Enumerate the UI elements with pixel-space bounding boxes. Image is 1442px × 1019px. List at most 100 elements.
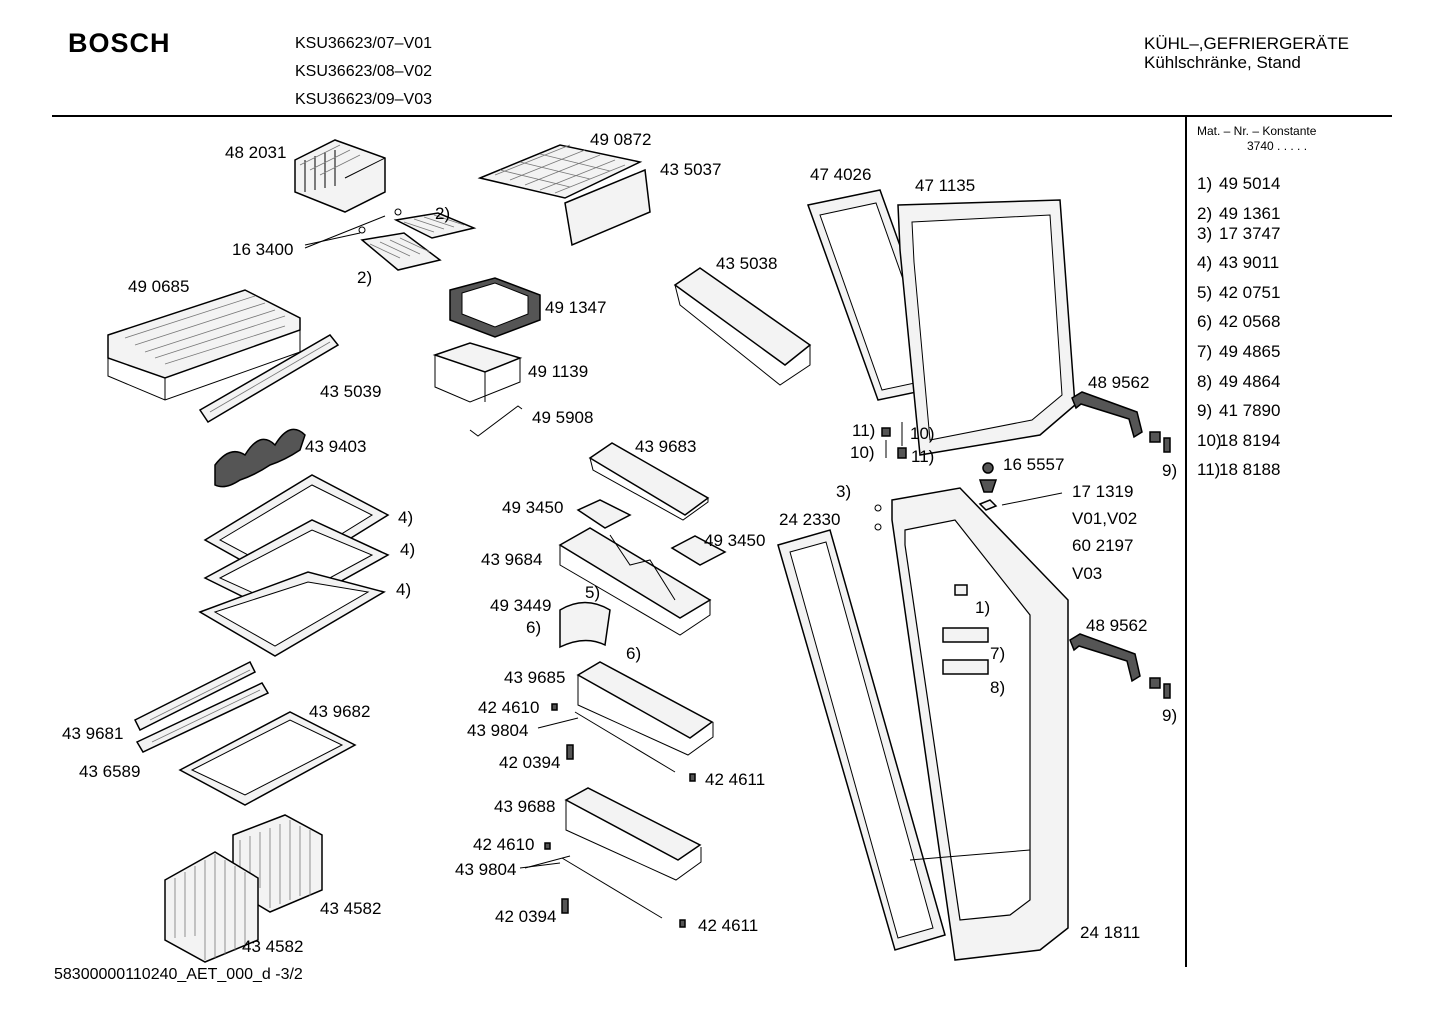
legend-item: 10)18 8194 [1197,431,1397,461]
model-number: KSU36623/08–V02 [295,63,432,80]
part-label: 9) [1162,706,1177,725]
part-label: 43 9684 [481,550,542,569]
part-label: 43 9403 [305,437,366,456]
legend-item: 2) 49 1361 [1197,204,1397,224]
part-label: 8) [990,678,1005,697]
category-line: KÜHL–,GEFRIERGERÄTE [1144,34,1349,53]
crisper-cover-drawing [178,711,357,806]
door-handle-upper-drawing [1071,391,1143,439]
legend-item: 8)49 4864 [1197,372,1397,402]
mat-constant-title: Mat. – Nr. – Konstante [1197,124,1317,138]
part-label: 43 6589 [79,762,140,781]
subcategory-line: Kühlschränke, Stand [1144,53,1301,72]
model-number: KSU36623/07–V01 [295,35,432,52]
part-label: 49 1347 [545,298,606,317]
legend-value: 49 4865 [1219,341,1281,361]
door-handle-lower-drawing [1069,633,1141,683]
legend-item: 3)17 3747 [1197,224,1397,254]
model-list: KSU36623/07–V01 KSU36623/08–V02 KSU36623… [295,30,432,114]
part-label: 49 1139 [528,362,588,381]
screw-set-drawing [874,422,1171,699]
part-label: 48 9562 [1088,373,1149,392]
shelf-rail-upper-drawing [574,711,676,773]
part-label: 10) [850,443,875,462]
crisper-grille-drawing [133,660,270,753]
crisper-drawer-drawing [164,814,323,963]
legend-key: 7) [1197,341,1213,361]
legend-value: 49 5014 [1219,174,1281,193]
part-label: V03 [1072,564,1102,583]
cover-panel-drawing [564,168,651,247]
header-divider [52,115,1392,117]
legend-value: 49 4864 [1219,371,1281,391]
legend-item: 6)42 0568 [1197,312,1397,342]
legend-value: 49 1361 [1219,203,1281,223]
parts-legend: Mat. – Nr. – Konstante 3740 . . . . . 1)… [1197,124,1397,490]
sidebar-divider [1185,117,1187,967]
part-label: 47 1135 [915,176,975,195]
shelf-rail-lower-drawing [561,857,663,919]
legend-key: 3) [1197,223,1213,243]
part-label: 4) [400,540,415,559]
legend-item: 9)41 7890 [1197,401,1397,431]
part-label: 4) [398,508,413,527]
grid-shelf-drawing [477,144,643,199]
part-label: 43 9683 [635,437,696,456]
part-label: 49 5908 [532,408,593,427]
legend-key: 5) [1197,282,1213,302]
brand-logo: BOSCH [68,28,171,58]
part-label: 1) [975,598,990,617]
part-label: 47 4026 [810,165,871,184]
part-label: 43 9688 [494,797,555,816]
part-label: 48 9562 [1086,616,1147,635]
legend-key: 2) [1197,203,1213,223]
part-label: V01,V02 [1072,509,1137,528]
part-label: 42 4611 [698,916,758,935]
part-label: 49 0872 [590,130,651,149]
glass-shelf-drawing [198,474,390,657]
part-label: 3) [836,482,851,501]
legend-item: 1)49 5014 [1197,174,1397,204]
part-label: 24 1811 [1080,923,1140,942]
legend-value: 18 8188 [1219,460,1281,480]
part-label: 48 2031 [225,143,286,162]
part-label: 49 0685 [128,277,189,296]
legend-item: 4)43 9011 [1197,253,1397,283]
part-label: 43 9804 [467,721,528,740]
part-label: 42 4610 [473,835,534,854]
legend-item: 7) 49 4865 [1197,342,1397,372]
part-label: 6) [526,618,541,637]
part-label: 42 0394 [499,753,560,772]
part-label: 42 4611 [705,770,765,789]
part-label: 60 2197 [1072,536,1133,555]
bracket-drawing [469,405,523,437]
part-label: 43 4582 [320,899,381,918]
part-label: 43 4582 [242,937,303,956]
legend-value: 42 0751 [1219,282,1281,302]
flap-drawing [559,601,611,649]
door-shelf-middle-drawing [558,527,712,636]
front-profile-drawing [198,334,340,424]
product-category: KÜHL–,GEFRIERGERÄTE Kühlschränke, Stand [1144,34,1349,72]
part-label: 43 5039 [320,382,381,401]
legend-value: 43 9011 [1219,253,1280,273]
fridge-door-drawing [891,487,1069,961]
part-label: 49 3450 [502,498,563,517]
part-label: 43 5037 [660,160,721,179]
part-label: 5) [585,583,600,602]
clip-set-drawing [544,703,696,928]
part-label: 4) [396,580,411,599]
fridge-gasket-drawing [777,529,946,951]
freezer-basket-drawing [294,139,386,213]
part-label: 16 5557 [1003,455,1064,474]
legend-value: 41 7890 [1219,401,1281,421]
part-label: 2) [435,204,450,223]
part-label: 43 9682 [309,702,370,721]
egg-tray-drawing [576,499,727,566]
part-label: 43 9685 [504,668,565,687]
part-label: 43 5038 [716,254,777,273]
leader-lines [304,215,1063,869]
part-label: 49 3449 [490,596,551,615]
door-shelf-lower-drawing [576,661,714,756]
part-label: 9) [1162,461,1177,480]
